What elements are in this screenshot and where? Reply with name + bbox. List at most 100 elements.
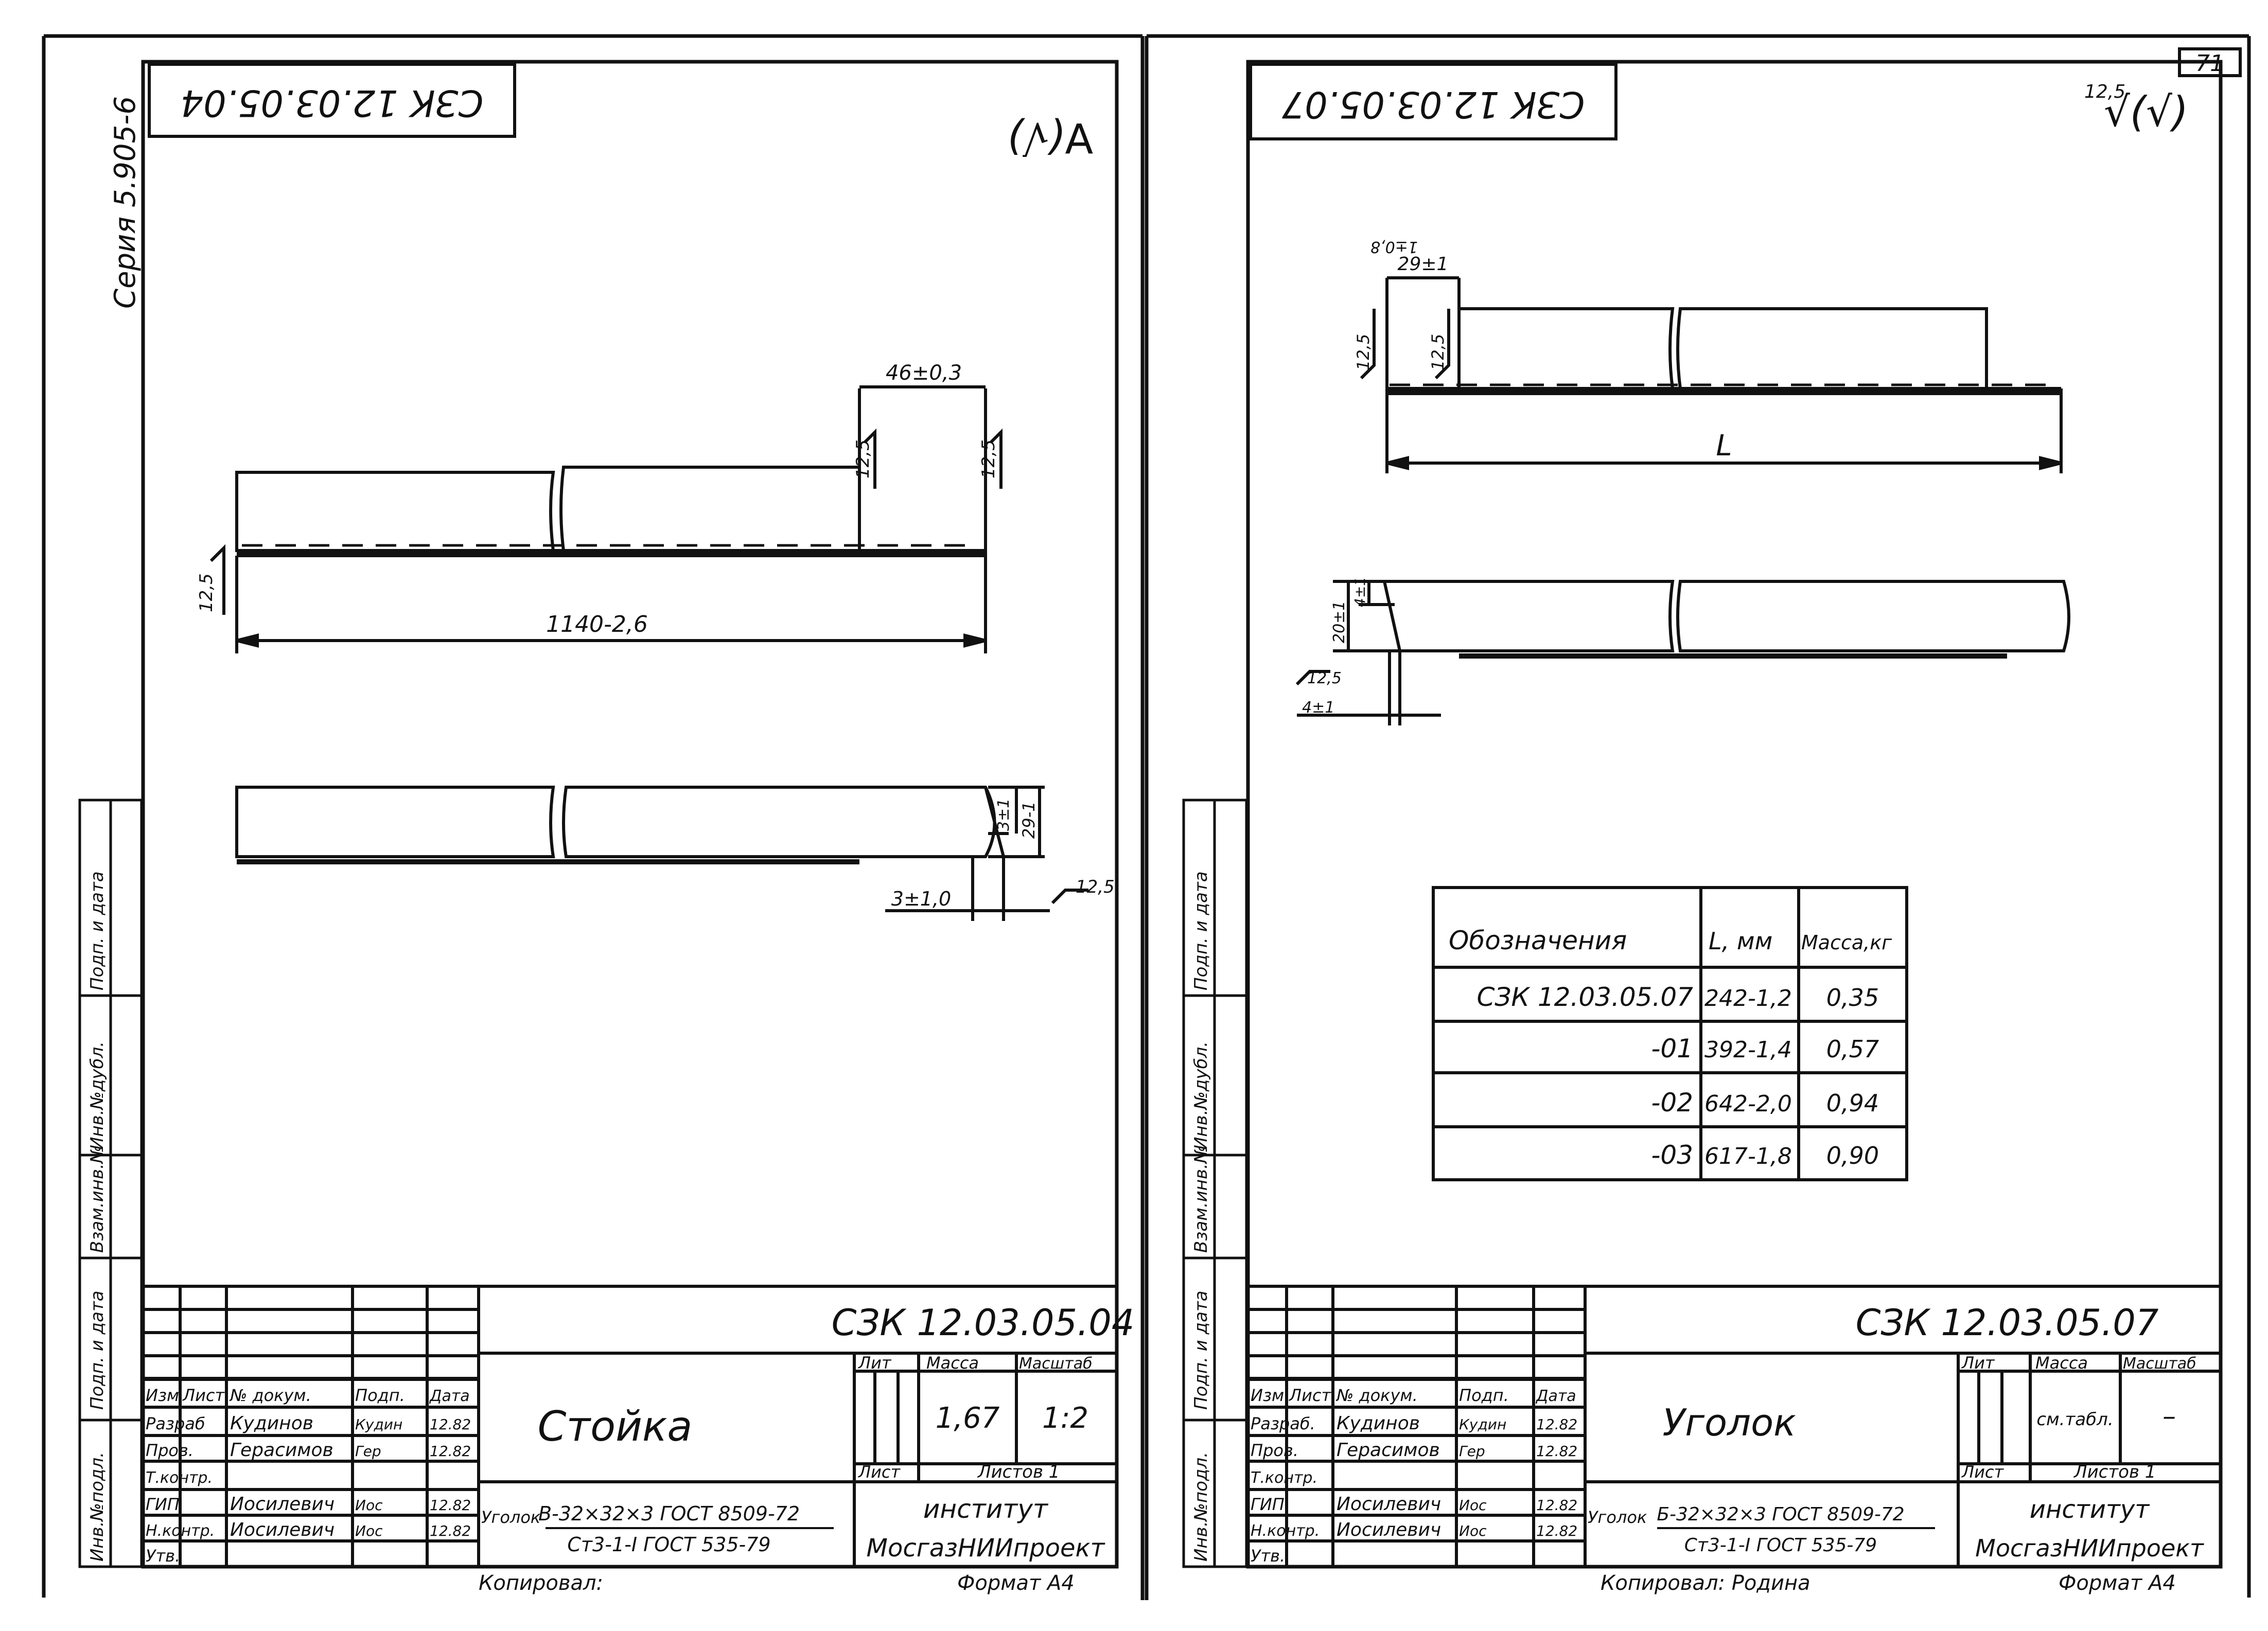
table-r0-mass: 0,35 [1826, 984, 1879, 1012]
right-tb-r5-sign: Иос [1459, 1522, 1487, 1539]
left-dim-angle-left: 12,5 [196, 573, 217, 612]
left-stamp-4: Инв.№дубл. [87, 1041, 108, 1150]
right-part-name: Уголок [1662, 1401, 1796, 1444]
left-tb-r2-sign: Гер [355, 1443, 381, 1460]
left-stamp-1: Инв.№подл. [87, 1452, 108, 1562]
right-material-prefix: Уголок [1588, 1508, 1647, 1527]
left-dim-top-width: 46±0,3 [886, 361, 962, 385]
table-r1-length: 392-1,4 [1704, 1037, 1792, 1063]
right-tb-r3-role: Т.контр. [1251, 1469, 1317, 1487]
series-label: Серия 5.905-6 [109, 96, 142, 309]
right-tb-h-date: Дата [1535, 1387, 1576, 1405]
left-tb-r1-role: Разраб [146, 1414, 205, 1433]
right-material-line1: Б-32×32×3 ГОСТ 8509-72 [1657, 1504, 1904, 1525]
right-dim-top-thick: 1±0,8 [1370, 238, 1418, 256]
left-format: Формат А4 [957, 1571, 1075, 1595]
right-inner-frame [1246, 60, 2223, 1569]
left-dim-bottom-offset: 3±1,0 [891, 888, 951, 910]
table-h-mass: Масса,кг [1801, 931, 1892, 954]
left-tb-r4-role: ГИП [146, 1495, 180, 1514]
left-masshtab-label: Масштаб [1019, 1355, 1093, 1373]
right-tb-r1-role: Разраб. [1251, 1414, 1315, 1433]
right-title-block [1248, 1285, 2221, 1567]
right-stamp-2: Подп. и дата [1191, 1290, 1211, 1410]
left-tb-r1-name: Кудинов [230, 1413, 313, 1434]
left-code-box [148, 63, 516, 138]
right-dim-length: L [1716, 429, 1732, 463]
left-sheet: Серия 5.905-6 СЗК 12.03.05.04 ∀(√) [78, 60, 1135, 1595]
left-tb-r4-name: Иосилевич [230, 1494, 335, 1515]
right-stamp-3: Взам.инв.№ [1191, 1145, 1211, 1253]
right-dim-bottom-h1: 20±1 [1330, 601, 1348, 643]
right-part-bottom-view [1295, 580, 2070, 725]
right-tb-r2-sign: Гер [1459, 1443, 1485, 1460]
right-material-line2: Ст3-1-I ГОСТ 535-79 [1684, 1535, 1877, 1556]
left-sheets-count: Листов 1 [977, 1462, 1060, 1482]
right-tb-h-doc: № докум. [1335, 1386, 1418, 1405]
left-title-block [143, 1285, 1117, 1567]
left-tb-r3-role: Т.контр. [146, 1469, 213, 1487]
right-tb-r2-role: Пров. [1251, 1441, 1298, 1460]
left-tb-r5-sign: Иос [355, 1522, 383, 1539]
left-designation: СЗК 12.03.05.04 [832, 1302, 1135, 1344]
right-tb-r4-name: Иосилевич [1337, 1494, 1441, 1515]
left-side-stamp [78, 799, 143, 1568]
right-stamp-1: Инв.№подл. [1191, 1452, 1211, 1562]
table-r3-code: -03 [1651, 1140, 1693, 1170]
right-tb-r1-date: 12.82 [1536, 1416, 1577, 1433]
right-tb-r5-role: Н.контр. [1251, 1522, 1320, 1540]
left-scale-value: 1:2 [1042, 1402, 1088, 1435]
left-tb-h-role: Изм [146, 1386, 179, 1405]
right-tb-r2-date: 12.82 [1536, 1443, 1577, 1460]
right-format: Формат А4 [2059, 1571, 2176, 1595]
right-sheets-count: Листов 1 [2073, 1462, 2156, 1482]
left-part-top-view [209, 385, 1003, 653]
right-tb-r1-sign: Кудин [1459, 1416, 1506, 1433]
left-dim-angle-right: 12,5 [978, 439, 999, 478]
right-list-label: Лист [1961, 1462, 2004, 1482]
right-copied-by: Копировал: Родина [1601, 1571, 1810, 1595]
left-stamp-2: Подп. и дата [87, 1290, 108, 1410]
right-org-line2: МосгазНИИпроект [1975, 1534, 2204, 1562]
left-massa-label: Масса [926, 1353, 979, 1373]
left-material-line2: Ст3-1-I ГОСТ 535-79 [567, 1533, 770, 1556]
left-dim-bottom-roughness: 12,5 [1076, 877, 1115, 897]
left-tb-r1-date: 12.82 [430, 1416, 471, 1433]
right-stamp-5: Подп. и дата [1191, 871, 1211, 990]
right-tb-r6-role: Утв. [1251, 1546, 1285, 1566]
right-sheet: СЗК 12.03.05.07 12,5 √(√) 29±1 1±0,8 12,… [1182, 60, 2223, 1595]
left-tb-r2-date: 12.82 [430, 1443, 471, 1460]
right-lit-label: Лит [1961, 1353, 1995, 1373]
table-r1-mass: 0,57 [1826, 1035, 1879, 1063]
table-h-designation: Обозначения [1449, 926, 1627, 955]
left-mass-value: 1,67 [936, 1402, 1000, 1435]
left-tb-h-doc: № докум. [229, 1386, 311, 1405]
left-dim-overall-length: 1140-2,6 [546, 611, 648, 637]
right-code-box [1249, 63, 1618, 140]
right-dim-angle-mid: 12,5 [1428, 334, 1448, 370]
left-stamp-3: Взам.инв.№ [87, 1145, 108, 1253]
right-designation: СЗК 12.03.05.07 [1856, 1302, 2159, 1344]
right-tb-r5-name: Иосилевич [1337, 1519, 1441, 1540]
left-tb-r6-role: Утв. [146, 1546, 180, 1566]
left-part-bottom-view [235, 786, 1088, 921]
left-tb-h-date: Дата [429, 1387, 470, 1405]
left-tb-r4-sign: Иос [355, 1497, 383, 1514]
right-tb-r1-name: Кудинов [1337, 1413, 1420, 1434]
right-tb-h-sign: Подп. [1459, 1386, 1509, 1405]
right-scale-value: – [2162, 1401, 2176, 1432]
table-r0-code: СЗК 12.03.05.07 [1476, 982, 1693, 1012]
right-dim-bottom-offset: 4±1 [1302, 699, 1334, 717]
right-tb-r4-sign: Иос [1459, 1497, 1487, 1514]
table-r3-mass: 0,90 [1826, 1142, 1879, 1169]
right-massa-label: Масса [2035, 1353, 2088, 1373]
right-tb-h-role: Изм [1251, 1386, 1284, 1405]
right-dim-bottom-rough: 12,5 [1307, 669, 1342, 687]
right-tb-r5-date: 12.82 [1536, 1522, 1577, 1539]
left-lit-label: Лит [858, 1353, 892, 1373]
right-mass-value: см.табл. [2036, 1409, 2113, 1430]
left-roughness: ∀(√) [1007, 114, 1093, 162]
table-r1-code: -01 [1651, 1034, 1693, 1063]
left-inner-frame [141, 60, 1119, 1569]
left-part-name: Стойка [538, 1403, 693, 1450]
